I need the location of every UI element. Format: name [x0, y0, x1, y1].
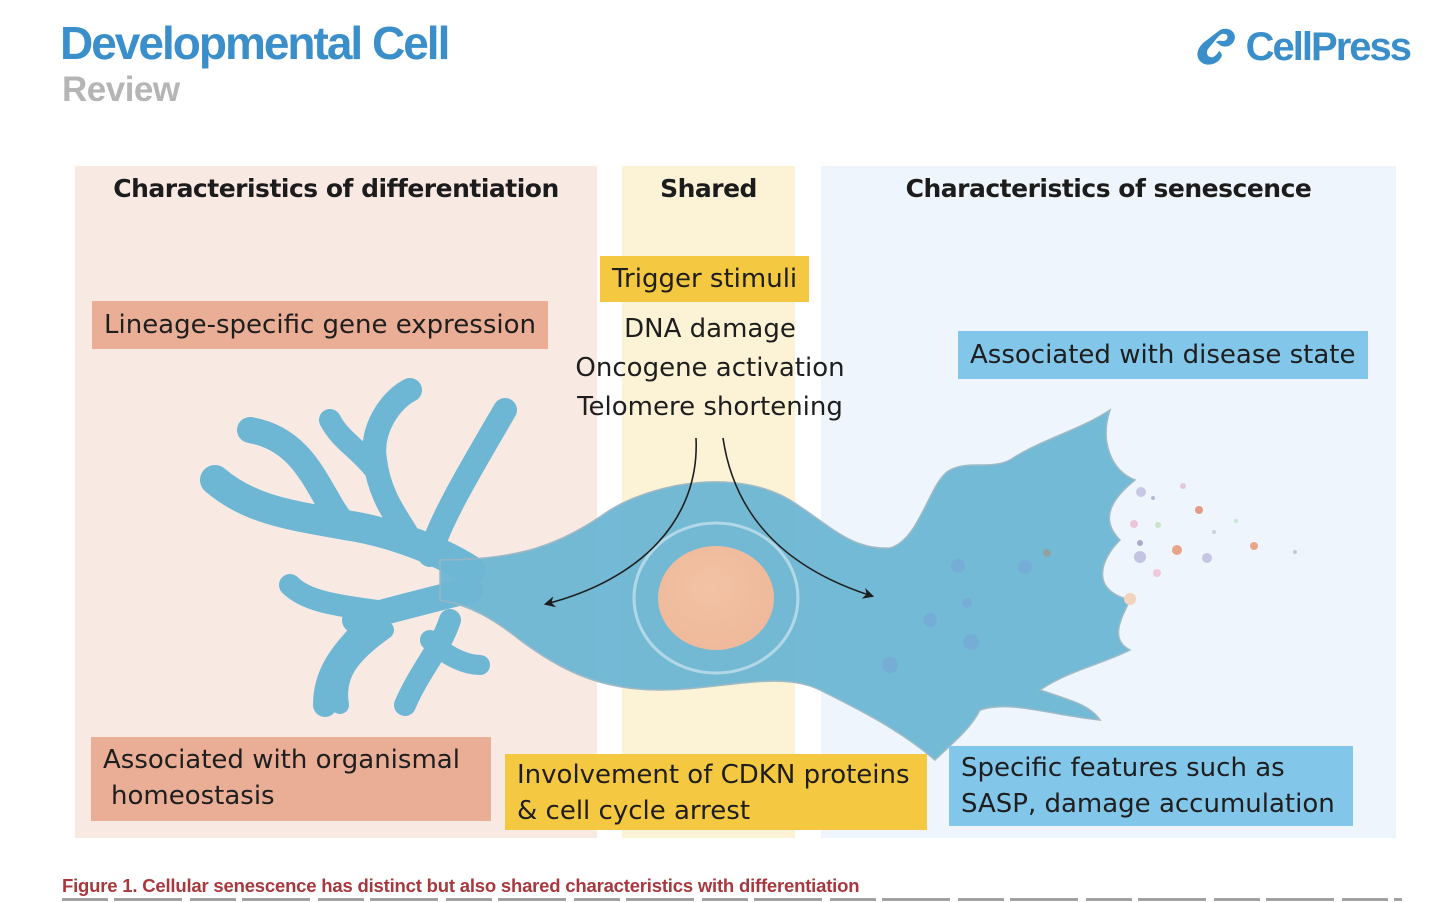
homeostasis-line-1: Associated with organismal — [103, 745, 460, 775]
cellpress-logo-icon — [1197, 28, 1235, 65]
cell-body — [439, 408, 1137, 762]
organismal-homeostasis-label: Associated with organismal homeostasis — [91, 737, 491, 821]
heading-differentiation: Characteristics of differentiation — [113, 174, 559, 203]
cdkn-line-1: Involvement of CDKN proteins — [517, 760, 910, 790]
publisher-logo: CellPress — [1194, 25, 1412, 69]
stimulus-telomere-shortening: Telomere shortening — [577, 392, 843, 422]
cdkn-line-2: & cell cycle arrest — [517, 796, 751, 826]
stimuli-list: DNA damage Oncogene activation Telomere … — [560, 310, 860, 427]
sasp-line-1: Specific features such as — [961, 753, 1285, 783]
figure-caption-title: Figure 1. Cellular senescence has distin… — [62, 875, 860, 896]
sasp-particles — [1124, 483, 1297, 605]
figure-caption-body-cutoff — [62, 898, 1402, 902]
nucleus — [658, 546, 774, 650]
publisher-name: CellPress — [1245, 25, 1412, 69]
heading-shared: Shared — [660, 174, 757, 203]
disease-state-label: Associated with disease state — [958, 331, 1368, 379]
sasp-line-2: SASP, damage accumulation — [961, 789, 1335, 819]
arrow-to-senescence — [722, 437, 875, 599]
nucleus-halo — [632, 521, 800, 675]
intracellular-granules — [882, 549, 1051, 673]
cdkn-proteins-label: Involvement of CDKN proteins & cell cycl… — [505, 754, 927, 830]
stimulus-oncogene-activation: Oncogene activation — [575, 353, 845, 383]
lineage-gene-expression-label: Lineage-specific gene expression — [92, 301, 548, 349]
trigger-stimuli-label: Trigger stimuli — [600, 256, 810, 302]
article-type: Review — [62, 70, 180, 109]
homeostasis-line-2: homeostasis — [111, 781, 275, 811]
stimulus-dna-damage: DNA damage — [624, 314, 796, 344]
sasp-features-label: Specific features such as SASP, damage a… — [949, 746, 1353, 826]
arrow-to-differentiation — [543, 437, 697, 608]
heading-senescence: Characteristics of senescence — [905, 174, 1312, 203]
dendrite-branches — [200, 378, 517, 717]
journal-title: Developmental Cell — [60, 17, 450, 69]
